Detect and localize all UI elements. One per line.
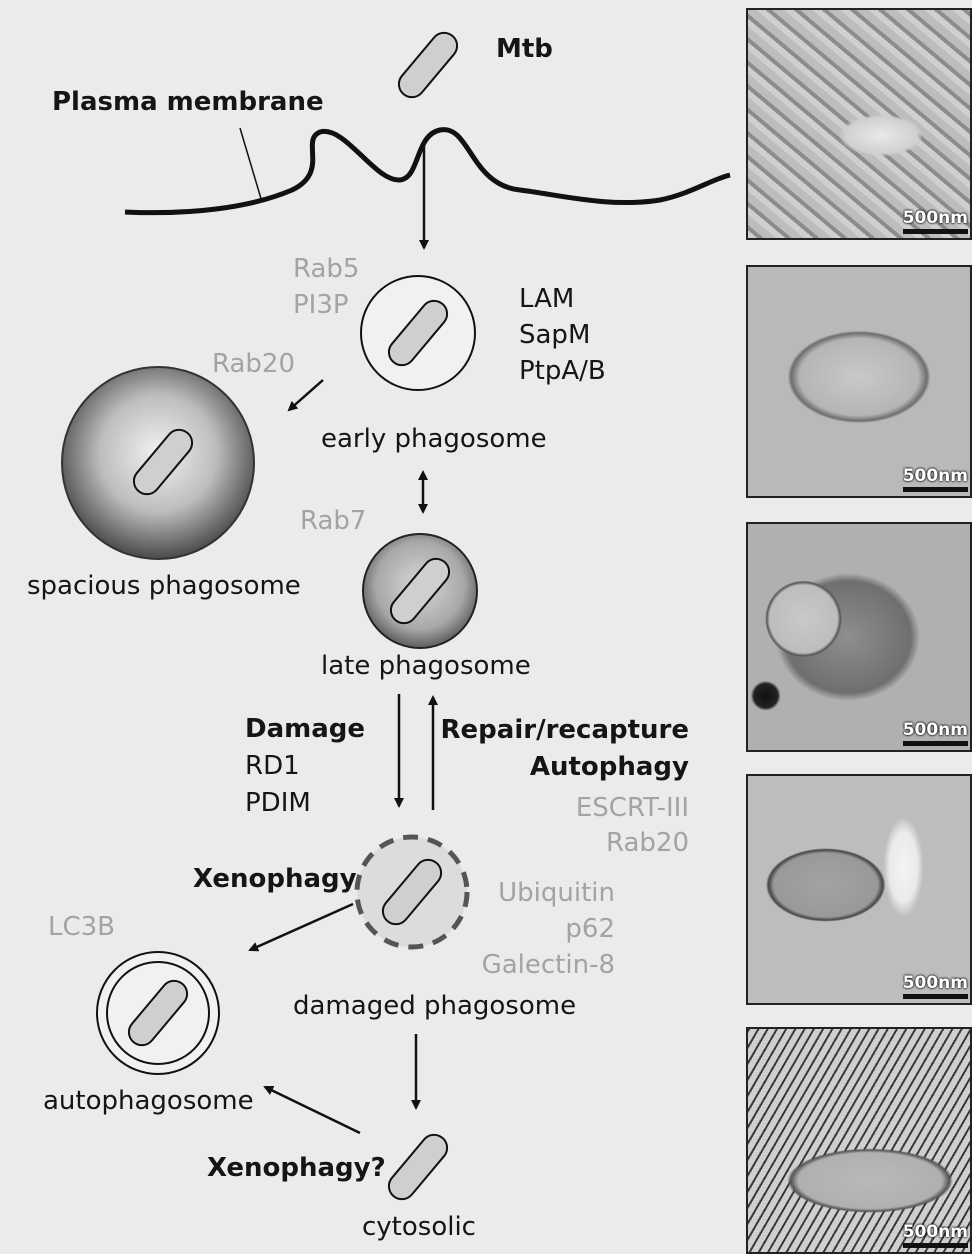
repair-recapture-label: Repair/recapture [441, 717, 689, 743]
plasma-membrane-line [125, 130, 730, 213]
ptpab-label: PtpA/B [519, 358, 606, 384]
escrt-label: ESCRT-III [576, 795, 689, 821]
sapm-label: SapM [519, 322, 590, 348]
late-phagosome-label: late phagosome [321, 653, 531, 679]
cytosolic-mtb [384, 1130, 453, 1205]
lam-label: LAM [519, 286, 574, 312]
mtb-bacterium [394, 28, 463, 103]
galectin8-label: Galectin-8 [482, 952, 615, 978]
plasma-membrane-pointer [240, 128, 262, 202]
micrograph-early-phagosome: 500nm [746, 265, 972, 498]
pi3p-label: PI3P [293, 292, 349, 318]
xenophagy-arrow [250, 904, 353, 950]
scale-bar-5: 500nm [903, 1222, 968, 1248]
arrow-to-spacious [289, 380, 323, 410]
scale-bar-4: 500nm [903, 973, 968, 999]
scale-bar-1: 500nm [903, 208, 968, 234]
pdim-label: PDIM [245, 790, 311, 816]
mtb-label: Mtb [496, 36, 553, 62]
scale-bar-2: 500nm [903, 466, 968, 492]
xenophagy-q-arrow [265, 1087, 360, 1133]
micrograph-cytosolic: 500nm [746, 1027, 972, 1254]
micrograph-damaged-phagosome: 500nm [746, 774, 972, 1005]
autophagosome-label: autophagosome [43, 1088, 254, 1114]
rab7-label: Rab7 [300, 508, 366, 534]
spacious-phagosome-label: spacious phagosome [27, 573, 301, 599]
damage-label: Damage [245, 716, 365, 742]
lc3b-label: LC3B [48, 914, 115, 940]
scale-bar-3: 500nm [903, 720, 968, 746]
micrograph-plasma-membrane: 500nm [746, 8, 972, 240]
micrograph-late-phagosome: 500nm [746, 522, 972, 752]
xenophagy-label: Xenophagy [193, 866, 357, 892]
ubiquitin-label: Ubiquitin [498, 880, 615, 906]
p62-label: p62 [565, 916, 615, 942]
rab20-top-label: Rab20 [212, 351, 295, 377]
early-phagosome-label: early phagosome [321, 426, 547, 452]
plasma-membrane-label: Plasma membrane [52, 89, 324, 115]
xenophagy-question-label: Xenophagy? [207, 1155, 386, 1181]
rab20-bottom-label: Rab20 [606, 830, 689, 856]
autophagy-label: Autophagy [530, 754, 689, 780]
damaged-phagosome-label: damaged phagosome [293, 993, 576, 1019]
rd1-label: RD1 [245, 753, 300, 779]
rab5-label: Rab5 [293, 256, 359, 282]
cytosolic-label: cytosolic [362, 1214, 476, 1240]
